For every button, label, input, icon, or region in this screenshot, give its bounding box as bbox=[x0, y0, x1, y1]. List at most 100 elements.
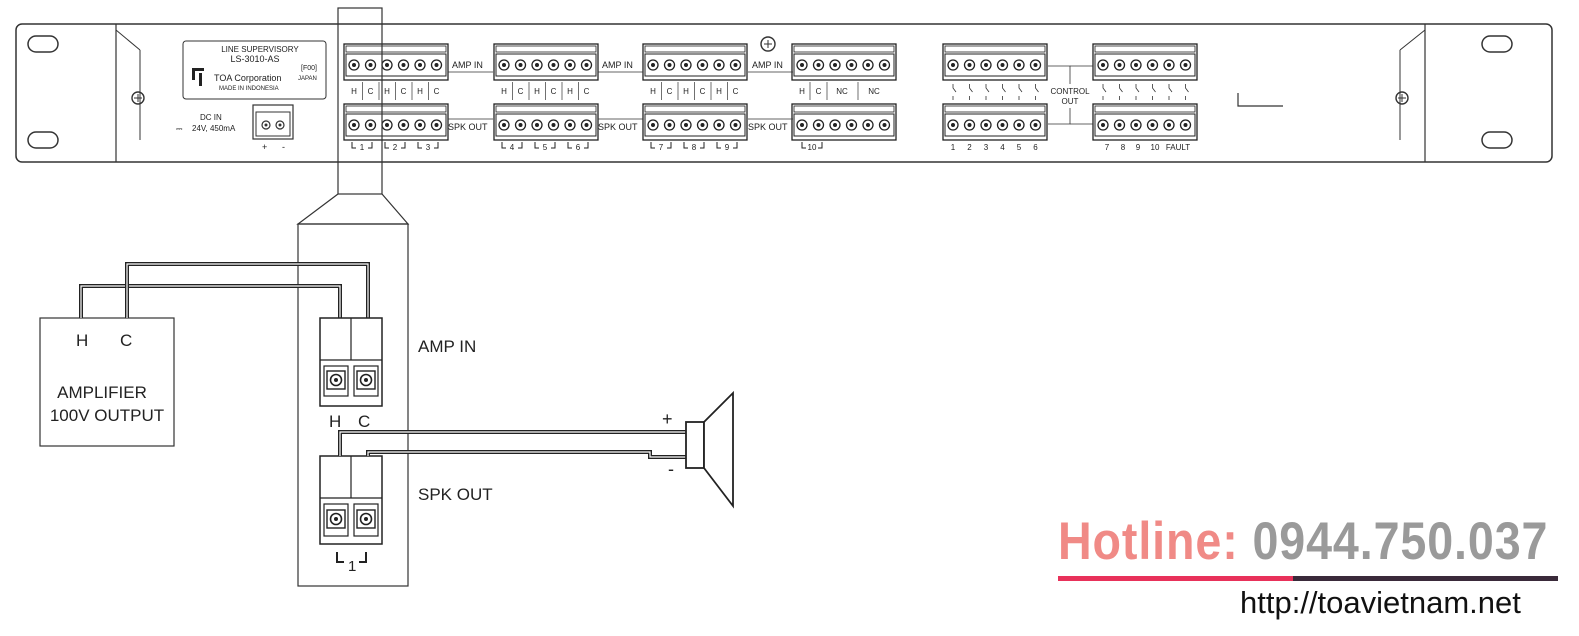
control-number: 1 bbox=[951, 143, 956, 152]
control-number: 3 bbox=[984, 143, 989, 152]
pin-label: C bbox=[401, 87, 407, 96]
amp-wires bbox=[79, 262, 370, 318]
hotline: Hotline: 0944.750.037 bbox=[1058, 512, 1547, 582]
amp-in-terminal-block bbox=[642, 43, 748, 81]
pin-label: H bbox=[417, 87, 423, 96]
pin-label: C bbox=[667, 87, 673, 96]
amplifier-box bbox=[39, 317, 175, 447]
relay-contact-icon bbox=[1185, 84, 1189, 100]
amp-in-blocks bbox=[343, 43, 897, 81]
amp-in-terminal-block bbox=[343, 43, 449, 81]
channel-number: 2 bbox=[393, 143, 398, 152]
dc-symbol: ⎓ bbox=[176, 124, 183, 133]
hotline-underline bbox=[1058, 576, 1558, 581]
pin-label: H bbox=[650, 87, 656, 96]
pin-label: H bbox=[501, 87, 507, 96]
dc-plus: + bbox=[262, 142, 267, 152]
pin-label: C bbox=[434, 87, 440, 96]
amp-in-label-1: AMP IN bbox=[452, 60, 483, 70]
amp-in-terminal-block bbox=[791, 43, 897, 81]
spk-out-label-2: SPK OUT bbox=[598, 122, 638, 132]
control-number: 10 bbox=[1151, 143, 1160, 152]
pin-label: C bbox=[700, 87, 706, 96]
zoom-source-frame bbox=[337, 7, 383, 195]
channel-number: 8 bbox=[692, 143, 697, 152]
control-out-terminal-block bbox=[1092, 103, 1198, 141]
channel-bracket-left bbox=[336, 552, 344, 563]
control-number: FAULT bbox=[1166, 143, 1190, 152]
origin-text: JAPAN bbox=[298, 76, 317, 82]
amplifier-h-label: H bbox=[76, 331, 88, 350]
channel-number: 6 bbox=[576, 143, 581, 152]
spk-out-terminal-block bbox=[493, 103, 599, 141]
website-link[interactable]: http://toavietnam.net bbox=[1240, 585, 1521, 620]
speaker-wires bbox=[338, 430, 686, 459]
pin-label: H bbox=[567, 87, 573, 96]
relay-contact-icon bbox=[1135, 84, 1140, 100]
amp-in-terminal-block bbox=[493, 43, 599, 81]
mount-slot-bl bbox=[27, 131, 59, 149]
mount-slot-tl bbox=[27, 35, 59, 53]
pin-label: C bbox=[733, 87, 739, 96]
spk-out-terminal-block bbox=[791, 103, 897, 141]
channel-number: 3 bbox=[426, 143, 431, 152]
dc-in-label: DC IN bbox=[200, 113, 222, 122]
pin-label: C bbox=[518, 87, 524, 96]
channel-number: 7 bbox=[659, 143, 664, 152]
control-out-blocks bbox=[942, 43, 1198, 141]
speaker-icon bbox=[685, 390, 734, 509]
channel-number: 5 bbox=[543, 143, 548, 152]
channel-number: 1 bbox=[360, 143, 365, 152]
screw-icon bbox=[760, 36, 776, 52]
pin-label: C bbox=[584, 87, 590, 96]
hotline-number: 0944.750.037 bbox=[1252, 512, 1549, 571]
channel-number: 10 bbox=[808, 143, 817, 152]
pin-label: H bbox=[716, 87, 722, 96]
model-text: LS-3010-AS bbox=[230, 54, 279, 64]
channel-number: 9 bbox=[725, 143, 730, 152]
toa-logo-icon bbox=[192, 68, 204, 86]
pin-label: NC bbox=[836, 87, 848, 96]
zoom-detail-frame bbox=[297, 223, 409, 587]
zoom-callout bbox=[296, 7, 410, 587]
spk-out-detail-label: SPK OUT bbox=[418, 485, 493, 504]
relay-contact-icon bbox=[1035, 84, 1039, 100]
version-text: [F00] bbox=[301, 65, 317, 72]
amp-in-label-3: AMP IN bbox=[752, 60, 783, 70]
amplifier: H C AMPLIFIER 100V OUTPUT bbox=[39, 317, 175, 447]
dc-in-terminal bbox=[252, 104, 294, 140]
pin-label: C bbox=[551, 87, 557, 96]
channel-bracket-right bbox=[359, 552, 367, 563]
pin-label: C bbox=[368, 87, 374, 96]
control-out-terminal-block bbox=[942, 43, 1048, 81]
pin-label: NC bbox=[868, 87, 880, 96]
amp-in-label-2: AMP IN bbox=[602, 60, 633, 70]
control-out-label-1: CONTROL bbox=[1050, 87, 1090, 96]
amplifier-line1: AMPLIFIER bbox=[57, 383, 147, 402]
screw-icon bbox=[131, 91, 145, 105]
made-in-text: MADE IN INDONESIA bbox=[219, 86, 279, 92]
pin-label: C bbox=[816, 87, 822, 96]
relay-contact-icon bbox=[952, 84, 957, 100]
pin-label: H bbox=[534, 87, 540, 96]
control-number: 2 bbox=[967, 143, 972, 152]
control-number: 8 bbox=[1121, 143, 1126, 152]
terminal-c-label: C bbox=[358, 412, 370, 431]
spk-out-terminal bbox=[319, 455, 383, 545]
amplifier-c-label: C bbox=[120, 331, 132, 350]
blank-mark bbox=[1237, 93, 1283, 107]
control-out-terminal-block bbox=[942, 103, 1048, 141]
pin-label: H bbox=[384, 87, 390, 96]
relay-contact-icon bbox=[969, 84, 973, 100]
hotline-label: Hotline: bbox=[1058, 512, 1253, 571]
underline-pink bbox=[1058, 576, 1293, 581]
dc-minus: - bbox=[282, 142, 285, 152]
brand-text: TOA Corporation bbox=[214, 73, 281, 83]
control-number: 7 bbox=[1105, 143, 1110, 152]
relay-contact-icon bbox=[1102, 84, 1107, 100]
control-number: 6 bbox=[1033, 143, 1038, 152]
spk-out-terminal-block bbox=[642, 103, 748, 141]
dc-in-rating: 24V, 450mA bbox=[192, 124, 236, 133]
